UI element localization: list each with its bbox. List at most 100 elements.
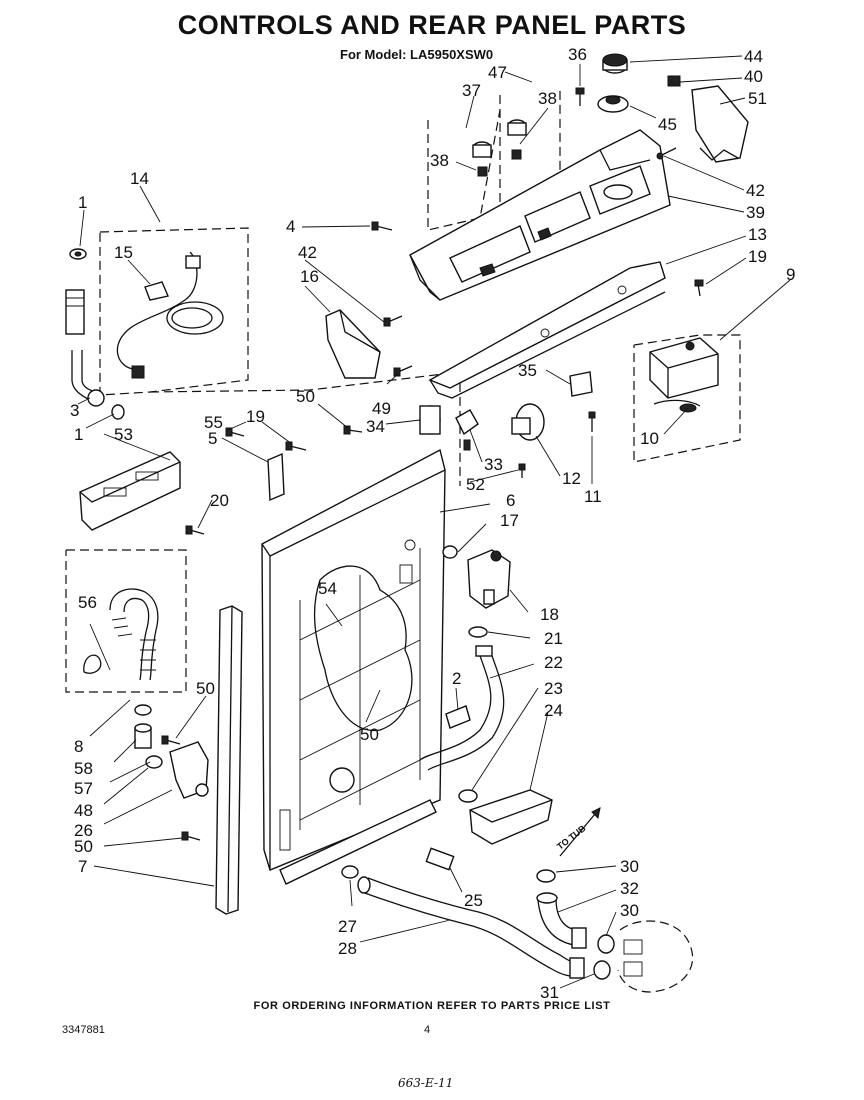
callout-44: 44 xyxy=(744,47,763,66)
drain-hose-28 xyxy=(357,876,585,979)
callout-40: 40 xyxy=(744,67,763,86)
clamp-27 xyxy=(341,865,359,879)
screw-19-left xyxy=(285,441,307,451)
callout-53: 53 xyxy=(114,425,133,444)
callout-8: 8 xyxy=(74,737,83,756)
leader-lines xyxy=(77,55,791,989)
page-title: CONTROLS AND REAR PANEL PARTS xyxy=(177,10,687,40)
console-panel xyxy=(409,129,671,301)
screw-42-left xyxy=(383,315,403,327)
bushing-34 xyxy=(419,405,441,435)
callout-52: 52 xyxy=(466,475,485,494)
switch-51 xyxy=(691,85,749,163)
callout-30b: 30 xyxy=(620,901,639,920)
screw-55 xyxy=(225,427,245,437)
callout-37: 37 xyxy=(462,81,481,100)
callout-12: 12 xyxy=(562,469,581,488)
callout-11: 11 xyxy=(584,487,602,506)
clamp-30-upper xyxy=(536,869,556,883)
callout-42: 42 xyxy=(298,243,317,262)
clamp-21 xyxy=(468,626,488,638)
timer-lead-10 xyxy=(653,399,701,413)
callout-50b: 50 xyxy=(360,725,379,744)
callout-7: 7 xyxy=(78,857,87,876)
callout-57: 57 xyxy=(74,779,93,798)
bottom-channel xyxy=(279,799,437,885)
callout-28: 28 xyxy=(338,939,357,958)
pump-outline xyxy=(617,920,694,993)
group-box-timer xyxy=(633,334,741,463)
screw-49 xyxy=(393,365,413,377)
hose-22 xyxy=(419,645,505,771)
callout-22: 22 xyxy=(544,653,563,672)
callout-19b: 19 xyxy=(246,407,265,426)
screw-4 xyxy=(371,221,393,231)
callout-50d: 50 xyxy=(74,837,93,856)
washer-1-top xyxy=(69,248,87,260)
screw-50-left xyxy=(161,735,181,745)
callout-1b: 1 xyxy=(74,425,83,444)
end-cap-16 xyxy=(325,309,381,379)
callout-35: 35 xyxy=(518,361,537,380)
callout-31: 31 xyxy=(540,983,559,1000)
handwritten-note: 663-E-11 xyxy=(398,1076,454,1090)
callout-50: 50 xyxy=(296,387,315,406)
filter-25 xyxy=(425,847,455,871)
callout-20: 20 xyxy=(210,491,229,510)
callout-26: 26 xyxy=(74,821,93,840)
callout-49: 49 xyxy=(372,399,391,418)
model-line: For Model: LA5950XSW0 xyxy=(340,47,494,62)
callout-39: 39 xyxy=(746,203,765,222)
callout-4: 4 xyxy=(286,217,295,236)
callout-27: 27 xyxy=(338,917,357,936)
callout-48: 48 xyxy=(74,801,93,820)
screw-42-top xyxy=(656,147,677,160)
document-number: 3347881 xyxy=(62,1024,105,1036)
nut-17 xyxy=(442,545,458,559)
fill-hose-3 xyxy=(65,289,105,407)
bracket-53 xyxy=(79,451,181,531)
hose-32 xyxy=(536,892,587,949)
side-trim-7 xyxy=(215,605,243,915)
callout-24: 24 xyxy=(544,701,563,720)
callout-51: 51 xyxy=(748,89,767,108)
clamp-33 xyxy=(455,409,479,451)
screws-11-52 xyxy=(518,411,596,478)
callout-23: 23 xyxy=(544,679,563,698)
callout-38a: 38 xyxy=(538,89,557,108)
exploded-parts-diagram: 1 14 15 16 4 42 37 47 36 38 38 44 40 51 … xyxy=(65,45,795,1000)
group-box-rear-panel xyxy=(149,371,461,486)
clamp-2 xyxy=(445,705,471,729)
callout-14: 14 xyxy=(130,169,149,188)
screw-19-right xyxy=(694,279,704,297)
strain-relief-15 xyxy=(144,281,169,301)
clamp-23 xyxy=(458,789,478,803)
callout-15: 15 xyxy=(114,243,133,262)
bracket-35 xyxy=(569,371,593,397)
dispenser-24 xyxy=(469,789,553,845)
callout-19: 19 xyxy=(748,247,767,266)
callout-16: 16 xyxy=(300,267,319,286)
callout-54: 54 xyxy=(318,579,337,598)
screw-20 xyxy=(185,525,205,535)
adapter-58 xyxy=(134,723,152,749)
washer-1-lower xyxy=(111,404,125,420)
callout-17: 17 xyxy=(500,511,519,530)
to-tub-label: TO TUB xyxy=(555,823,588,852)
screw-36 xyxy=(575,87,585,106)
screw-50-top xyxy=(343,425,363,435)
water-valve-18 xyxy=(467,549,511,609)
pressure-switch-12 xyxy=(511,403,545,441)
callout-25: 25 xyxy=(464,891,483,910)
clip-40 xyxy=(667,75,681,87)
callout-9: 9 xyxy=(786,265,795,284)
callout-labels: 1 14 15 16 4 42 37 47 36 38 38 44 40 51 … xyxy=(70,45,795,1000)
callout-5: 5 xyxy=(208,429,217,448)
callout-3: 3 xyxy=(70,401,79,420)
callout-1: 1 xyxy=(78,193,87,212)
callout-13: 13 xyxy=(748,225,767,244)
callout-6: 6 xyxy=(506,491,515,510)
callout-36: 36 xyxy=(568,45,587,64)
ordering-note: FOR ORDERING INFORMATION REFER TO PARTS … xyxy=(253,1000,611,1012)
callout-38b: 38 xyxy=(430,151,449,170)
